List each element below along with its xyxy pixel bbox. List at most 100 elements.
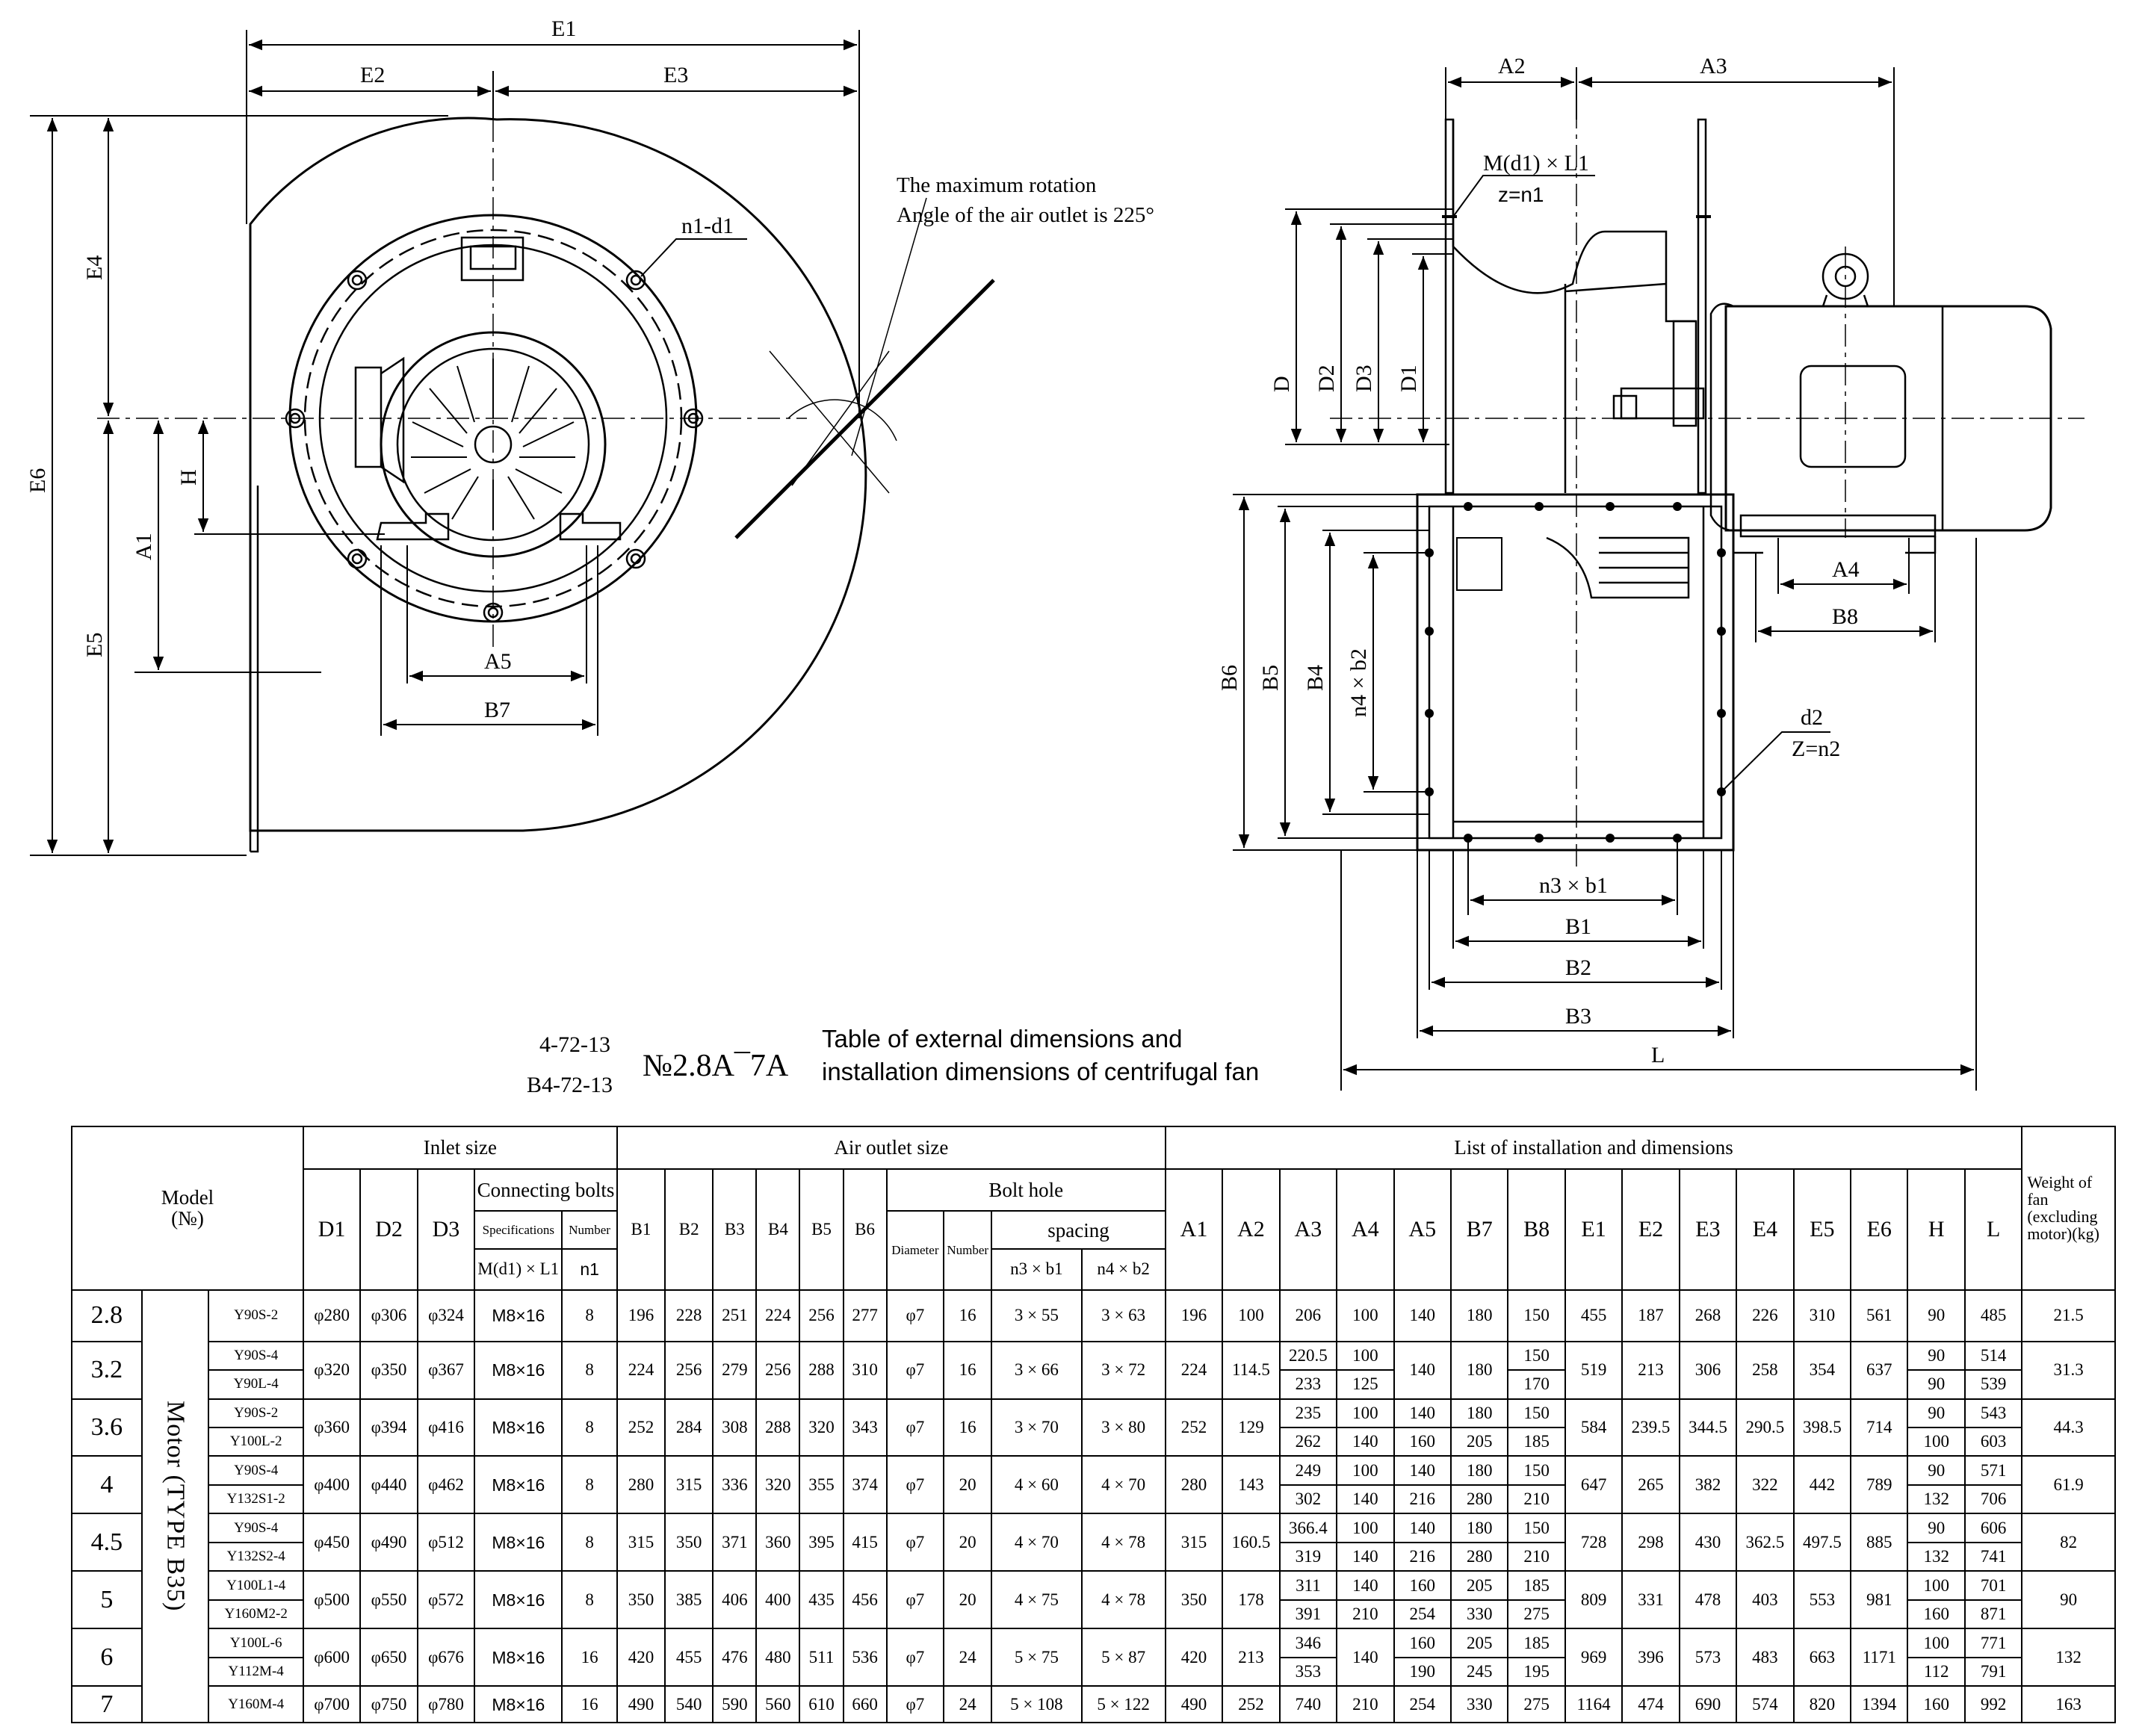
table-subcell: 319 xyxy=(1281,1541,1336,1569)
cell-e4: 362.5 xyxy=(1736,1513,1795,1572)
cell-a5: 140 xyxy=(1393,1289,1452,1342)
table-subcell: 140 xyxy=(1338,1427,1393,1454)
cell-a1: 280 xyxy=(1164,1455,1224,1515)
cell-d1: φ600 xyxy=(302,1628,362,1687)
install-dims-header: List of installation and dimensions xyxy=(1164,1126,2023,1170)
cell-e6: 637 xyxy=(1850,1340,1909,1400)
cell-bolt-spec: M8×16 xyxy=(474,1289,563,1342)
cell-b1: 350 xyxy=(616,1570,666,1630)
table-subcell: 180 xyxy=(1466,1403,1493,1422)
cell-b6: 310 xyxy=(842,1340,888,1400)
dim-a2-label: A2 xyxy=(1498,54,1526,78)
cell-n1: 8 xyxy=(561,1570,618,1630)
outlet-flange xyxy=(1416,493,1735,852)
cell-e2: 187 xyxy=(1621,1289,1680,1342)
table-subcell: 254 xyxy=(1395,1599,1449,1627)
technical-drawing: E1 E2 E3 E6 E4 E5 A1 H A5 B7 n1-d1 The m… xyxy=(25,16,2084,1097)
table-subcell: Y132S1-2 xyxy=(210,1484,302,1512)
cell-e3: 430 xyxy=(1678,1513,1738,1572)
cell-b7: 180 xyxy=(1449,1340,1509,1400)
cell-d1: φ360 xyxy=(302,1398,362,1457)
cell-a1: 350 xyxy=(1164,1570,1224,1630)
table-subcell: 366.4 xyxy=(1289,1518,1328,1537)
specifications-header: Specifications xyxy=(474,1210,563,1250)
motor-cell: Y90S-2 xyxy=(208,1289,304,1342)
cell-a1: 420 xyxy=(1164,1628,1224,1687)
cell-n4b2: 5 × 122 xyxy=(1080,1685,1166,1723)
cell-d2: φ490 xyxy=(359,1513,418,1572)
rotation-note-line2: Angle of the air outlet is 225° xyxy=(897,203,1154,227)
cell-d2: φ306 xyxy=(359,1289,418,1342)
dim-h-label: H xyxy=(176,469,201,486)
table-subcell: Y132S2-4 xyxy=(210,1541,302,1569)
cell-l: 992 xyxy=(1963,1685,2023,1723)
cell-e2: 298 xyxy=(1621,1513,1680,1572)
cell-n4b2: 4 × 70 xyxy=(1080,1455,1166,1515)
table-subcell: Y90L-4 xyxy=(210,1369,302,1397)
table-subcell: 160 xyxy=(1909,1599,1963,1627)
model-number-cell: 6 xyxy=(71,1628,143,1687)
cell-e5: 398.5 xyxy=(1792,1398,1852,1457)
bolt-spec-label: M(d1) × L1 xyxy=(1483,151,1589,176)
table-subcell: 185 xyxy=(1523,1575,1550,1595)
cell-n3b1: 5 × 75 xyxy=(991,1628,1083,1687)
cell-d2: φ7 xyxy=(885,1685,945,1723)
table-subcell: 90 xyxy=(1928,1403,1946,1422)
cell-n3b1: 3 × 55 xyxy=(991,1289,1083,1342)
cell-e3: 690 xyxy=(1678,1685,1738,1723)
cell-bolt-spec: M8×16 xyxy=(474,1398,563,1457)
motor-type-label: Motor (TYPE B35) xyxy=(140,1289,210,1724)
table-subcell: 603 xyxy=(1966,1427,2021,1454)
cell-n3b1: 4 × 60 xyxy=(991,1455,1083,1515)
table-subcell: Y90S-2 xyxy=(234,1404,279,1421)
model-number-cell: 4 xyxy=(71,1455,143,1515)
bolt-holes xyxy=(285,270,704,623)
cell-bolt-spec: M8×16 xyxy=(474,1570,563,1630)
cell-b4: 400 xyxy=(755,1570,801,1630)
cell-b5: 610 xyxy=(799,1685,844,1723)
volute-casing xyxy=(249,117,867,832)
table-subcell: Y90S-4 xyxy=(234,1347,279,1363)
cell-bolt-spec: M8×16 xyxy=(474,1628,563,1687)
cell-a4: 210 xyxy=(1336,1685,1395,1723)
cell-b2: 350 xyxy=(664,1513,714,1572)
table-subcell: 150 xyxy=(1523,1403,1550,1422)
cell-d3: φ416 xyxy=(416,1398,476,1457)
cell-b4: 288 xyxy=(755,1398,801,1457)
cell-e1: 519 xyxy=(1564,1340,1624,1400)
n1-header: n1 xyxy=(561,1248,618,1291)
cell-b6: 415 xyxy=(842,1513,888,1572)
table-subcell: 543 xyxy=(1980,1403,2007,1422)
cell-e5: 442 xyxy=(1792,1455,1852,1515)
cell-e1: 728 xyxy=(1564,1513,1624,1572)
cell-d3: φ676 xyxy=(416,1628,476,1687)
col-a2: A2 xyxy=(1222,1168,1281,1291)
table-subcell: 233 xyxy=(1281,1369,1336,1397)
col-l: L xyxy=(1963,1168,2023,1291)
table-subcell: 185 xyxy=(1523,1633,1550,1652)
dim-d3-label: D3 xyxy=(1352,365,1376,392)
cell-e3: 382 xyxy=(1678,1455,1738,1515)
spacing-header: spacing xyxy=(991,1210,1166,1250)
col-e5: E5 xyxy=(1792,1168,1852,1291)
